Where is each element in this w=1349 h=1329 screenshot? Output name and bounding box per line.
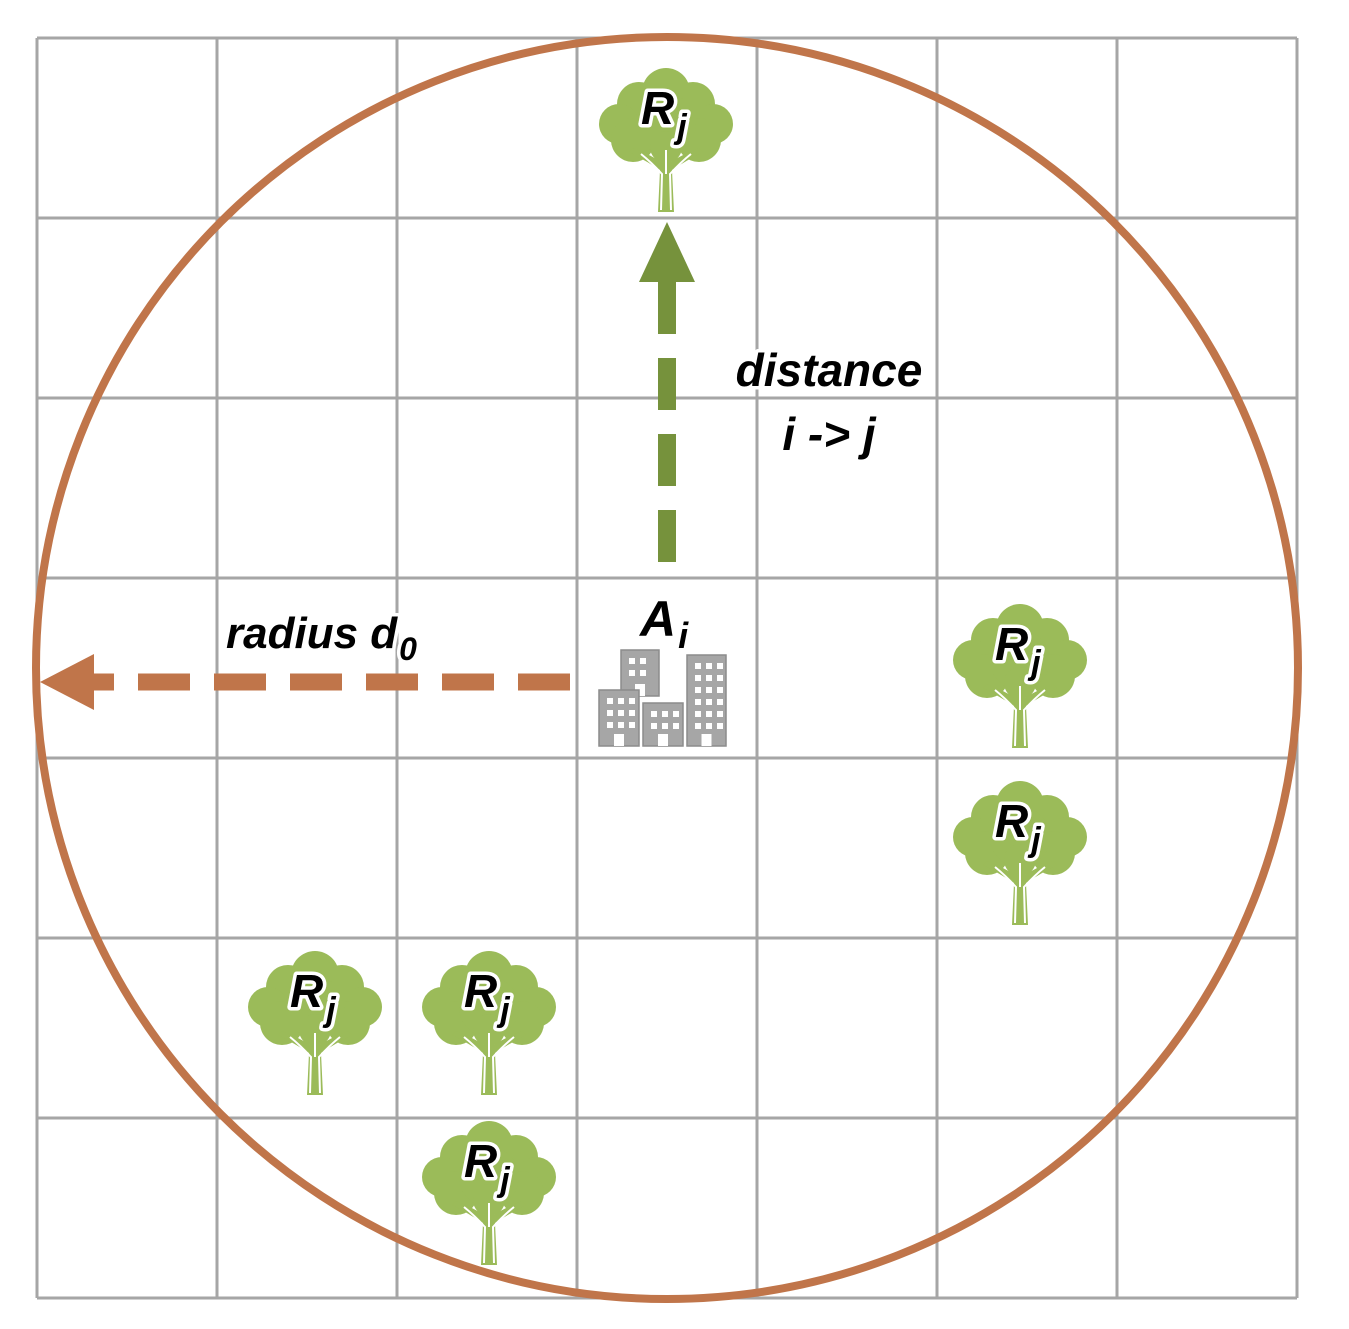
resource-label-main: R [290, 965, 323, 1017]
radius-arrow [40, 654, 570, 710]
building-window [662, 711, 668, 717]
search-radius-circle [32, 33, 1302, 1303]
building-window [695, 663, 701, 669]
distance-label-line2: i -> j [782, 408, 877, 460]
building-window [607, 698, 613, 704]
building-window [629, 698, 635, 704]
distance-arrow [639, 222, 695, 562]
building-window [717, 675, 723, 681]
building-window [695, 723, 701, 729]
building-window [706, 663, 712, 669]
building-window [695, 675, 701, 681]
building-window [706, 687, 712, 693]
building-window [717, 687, 723, 693]
resource-label-main: R [464, 965, 497, 1017]
building-window [695, 711, 701, 717]
building-window [651, 711, 657, 717]
tree-right-1: Rj [952, 603, 1088, 748]
building-window [618, 698, 624, 704]
resource-label-main: R [641, 82, 674, 134]
area-buildings: Ai [598, 588, 727, 747]
building-window [618, 710, 624, 716]
resource-label: Rj [995, 618, 1042, 682]
building-window [607, 722, 613, 728]
building-door [701, 734, 712, 746]
building-window [673, 711, 679, 717]
resource-label-main: R [995, 618, 1028, 670]
building-window [651, 723, 657, 729]
tree-bottom-mid: Rj [421, 950, 557, 1095]
building-window [640, 658, 646, 664]
resource-label-main: R [995, 795, 1028, 847]
building-window [629, 658, 635, 664]
building-window [717, 711, 723, 717]
building-window [629, 710, 635, 716]
building-window [706, 675, 712, 681]
distance-label-line1: distance [736, 344, 923, 396]
building-window [717, 663, 723, 669]
distance-label: distance i -> j [732, 341, 926, 464]
building-window [717, 723, 723, 729]
building-window [629, 670, 635, 676]
building-window [706, 711, 712, 717]
radius-label: radius d0 [226, 609, 417, 667]
grid [35, 36, 1299, 1300]
building-window [706, 699, 712, 705]
building-window [607, 710, 613, 716]
building-window [662, 723, 668, 729]
buildings-icon [598, 649, 727, 747]
tree-right-2: Rj [952, 780, 1088, 925]
building-window [629, 722, 635, 728]
building-door [635, 684, 645, 696]
building-window [618, 722, 624, 728]
arrowhead-left-icon [40, 654, 94, 710]
arrowhead-up-icon [639, 222, 695, 282]
building-window [717, 699, 723, 705]
building-window [640, 670, 646, 676]
tree-bottom-lower: Rj [421, 1120, 557, 1265]
building-window [695, 687, 701, 693]
building-window [706, 723, 712, 729]
area-label: Ai [638, 591, 689, 656]
resource-label-main: R [464, 1135, 497, 1187]
building-window [695, 699, 701, 705]
tree-top: Rj [598, 67, 734, 212]
building-door [614, 734, 624, 746]
tree-bottom-left: Rj [247, 950, 383, 1095]
resource-label: Rj [290, 965, 337, 1029]
building-door [658, 734, 668, 746]
building-window [673, 723, 679, 729]
